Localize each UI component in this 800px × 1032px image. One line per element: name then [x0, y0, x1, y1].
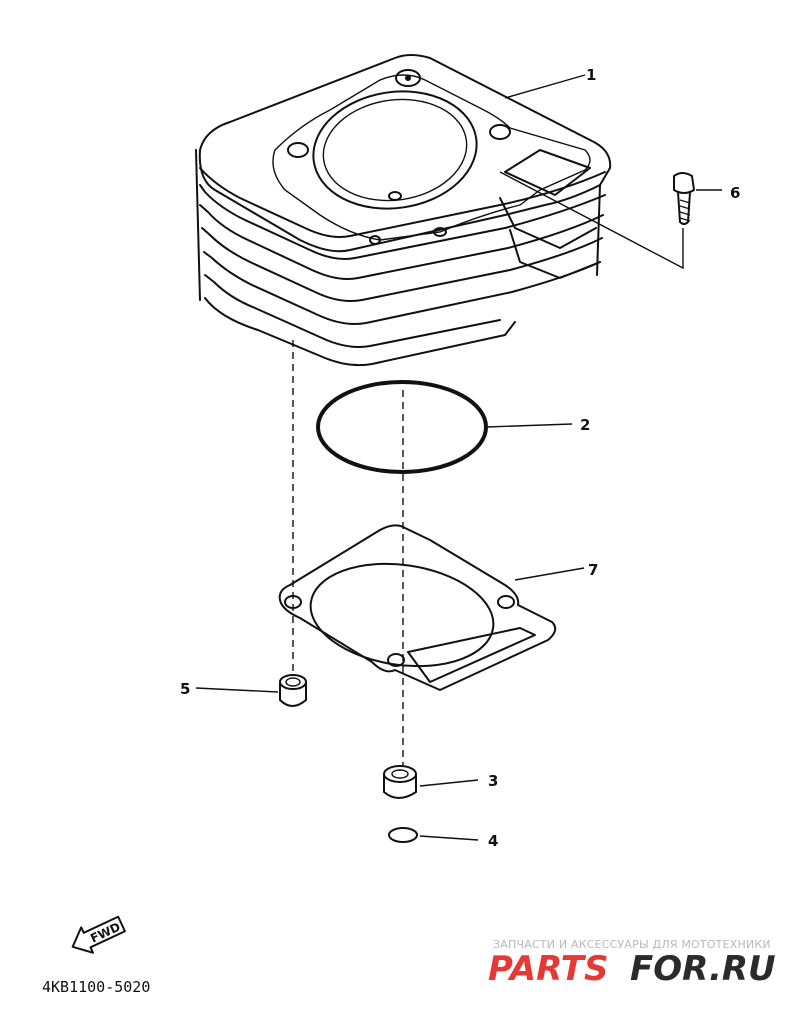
o-ring-part — [316, 380, 488, 474]
bolt-part — [673, 172, 695, 225]
callout-6: 6 — [730, 184, 740, 202]
cylinder-part — [195, 54, 612, 367]
watermark-tagline: ЗАПЧАСТИ И АКСЕССУАРЫ ДЛЯ МОТОТЕХНИКИ — [493, 938, 771, 951]
callout-4: 4 — [488, 832, 498, 850]
fwd-arrow-icon: FWD — [71, 915, 126, 954]
diagram-code: 4KB1100-5020 — [42, 978, 150, 996]
callout-2: 2 — [580, 416, 590, 434]
site-watermark: ЗАПЧАСТИ И АКСЕССУАРЫ ДЛЯ МОТОТЕХНИКИ PA… — [488, 938, 776, 989]
assembly-axis-lines — [292, 171, 684, 765]
watermark-logo-left: PARTS — [488, 949, 608, 989]
leader-lines — [195, 74, 722, 841]
dowel-pin-part-3 — [383, 765, 417, 799]
callout-1: 1 — [586, 66, 596, 84]
small-o-ring-part-4 — [388, 827, 418, 843]
callout-3: 3 — [488, 772, 498, 790]
callout-5: 5 — [180, 680, 190, 698]
callout-7: 7 — [588, 561, 598, 579]
base-gasket-part — [278, 524, 557, 691]
watermark-logo-right: FOR.RU — [630, 949, 776, 989]
dowel-pin-part-5 — [279, 674, 307, 707]
